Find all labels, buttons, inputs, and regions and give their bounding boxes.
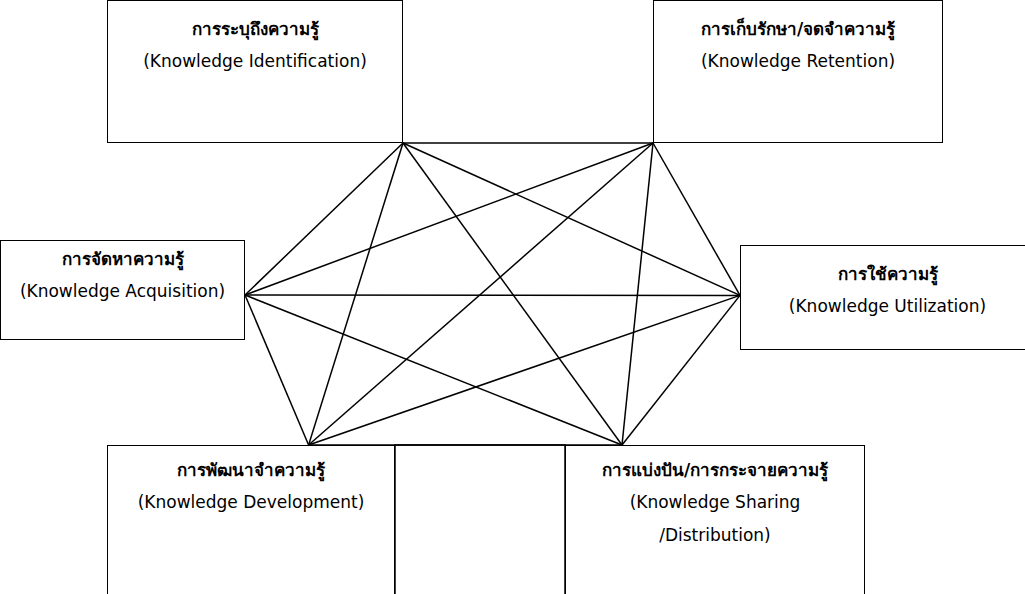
connector-line: [622, 143, 653, 445]
node-heading: การจัดหาความรู้: [11, 243, 234, 275]
connector-line: [309, 143, 653, 445]
node-subtitle: (Knowledge Development): [118, 486, 384, 518]
process-box: การจัดหาความรู้(Knowledge Acquisition): [0, 240, 245, 340]
connector-line: [245, 295, 622, 445]
node-heading: การแบ่งปัน/การกระจายความรู้: [576, 454, 854, 486]
node-subtitle: (Knowledge Sharing /Distribution): [576, 486, 854, 551]
node-subtitle: (Knowledge Retention): [664, 45, 932, 77]
connector-line: [309, 295, 740, 445]
connector-line: [653, 143, 740, 295]
process-box: การพัฒนาจำความรู้(Knowledge Development): [107, 445, 395, 594]
process-box: การเก็บรักษา/จดจำความรู้(Knowledge Reten…: [653, 0, 943, 143]
connector-line: [245, 295, 309, 445]
connector-line: [403, 142, 653, 144]
empty-box-outline: [395, 445, 565, 594]
node-heading: การระบุถึงความรู้: [118, 13, 392, 45]
process-box: การใช้ความรู้(Knowledge Utilization): [740, 245, 1025, 350]
connector-line: [245, 294, 740, 296]
node-subtitle: (Knowledge Identification): [118, 45, 392, 77]
node-subtitle: (Knowledge Acquisition): [11, 275, 234, 307]
process-box: การระบุถึงความรู้(Knowledge Identificati…: [107, 0, 403, 143]
connector-line: [622, 295, 740, 445]
connector-line: [403, 143, 740, 295]
node-heading: การใช้ความรู้: [751, 258, 1024, 290]
connector-line: [403, 143, 622, 445]
node-heading: การพัฒนาจำความรู้: [118, 454, 384, 486]
connector-line: [309, 143, 403, 445]
process-box: การแบ่งปัน/การกระจายความรู้(Knowledge Sh…: [565, 445, 865, 594]
node-subtitle: (Knowledge Utilization): [751, 290, 1024, 322]
connector-line: [245, 143, 653, 295]
node-heading: การเก็บรักษา/จดจำความรู้: [664, 13, 932, 45]
